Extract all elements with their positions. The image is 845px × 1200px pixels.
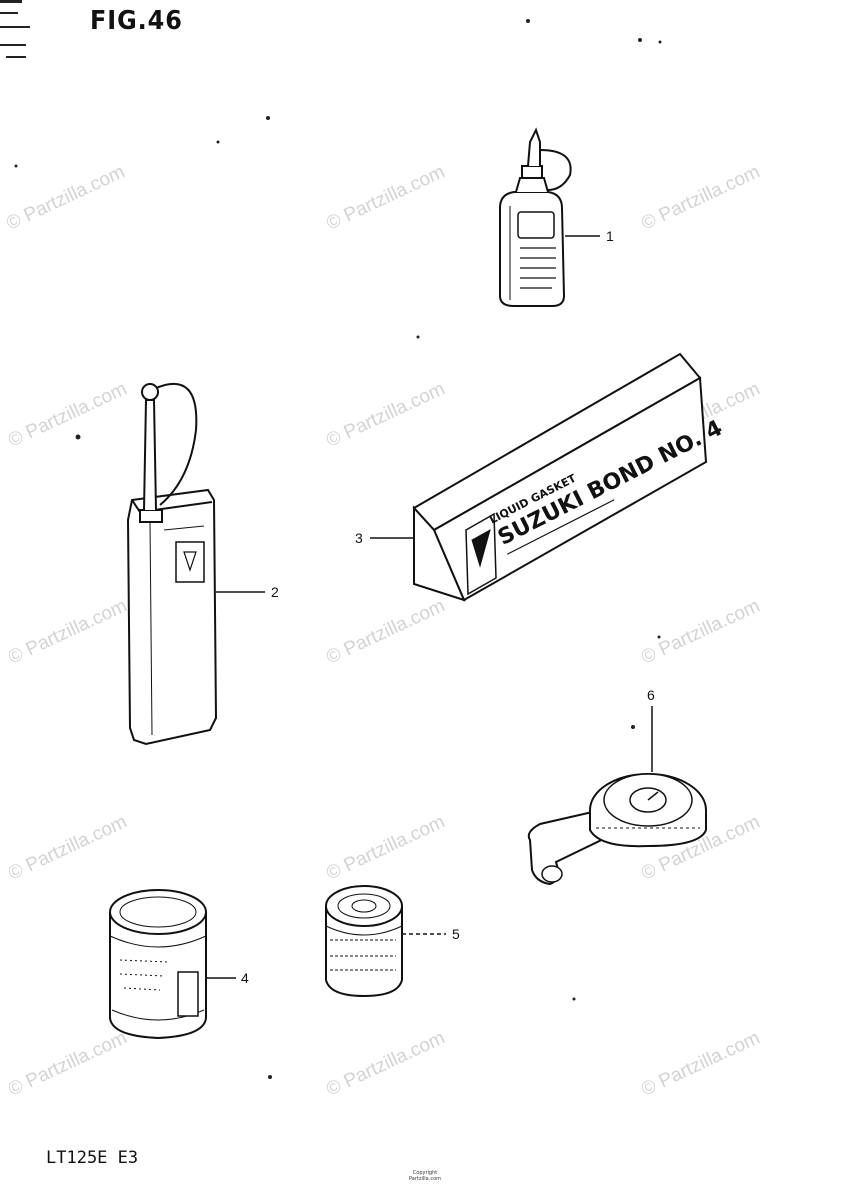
watermark: © Partzilla.com <box>323 811 448 884</box>
watermark: © Partzilla.com <box>5 378 130 451</box>
callout-3: 3 <box>355 530 363 546</box>
watermark: © Partzilla.com <box>5 595 130 668</box>
model-label: LT125E E3 <box>46 1148 139 1168</box>
watermark: © Partzilla.com <box>3 161 128 234</box>
watermark: © Partzilla.com <box>323 161 448 234</box>
watermark: © Partzilla.com <box>638 161 763 234</box>
bond-box <box>412 352 708 602</box>
watermark: © Partzilla.com <box>638 595 763 668</box>
copyright-line-1: Copyright <box>412 1170 438 1176</box>
watermark: © Partzilla.com <box>323 595 448 668</box>
callout-6: 6 <box>647 687 655 703</box>
scan-specks <box>0 0 662 1079</box>
watermark: © Partzilla.com <box>5 811 130 884</box>
callout-5: 5 <box>452 926 460 942</box>
watermark: © Partzilla.com <box>323 1027 448 1100</box>
oil-bottle <box>499 127 572 307</box>
watermark: © Partzilla.com <box>5 1027 130 1100</box>
callout-2: 2 <box>271 584 279 600</box>
callout-4: 4 <box>241 970 249 986</box>
copyright-note: Copyright Partzilla.com <box>365 1170 485 1182</box>
oil-can <box>126 382 218 746</box>
callout-1: 1 <box>606 228 614 244</box>
pressure-gauge <box>527 773 707 886</box>
tin-can-small <box>325 885 403 998</box>
watermark: © Partzilla.com <box>638 1027 763 1100</box>
figure-title: FIG.46 <box>90 6 183 36</box>
watermark: © Partzilla.com <box>323 378 448 451</box>
copyright-line-2: Partzilla.com <box>409 1176 441 1182</box>
tin-can-large <box>109 889 207 1040</box>
